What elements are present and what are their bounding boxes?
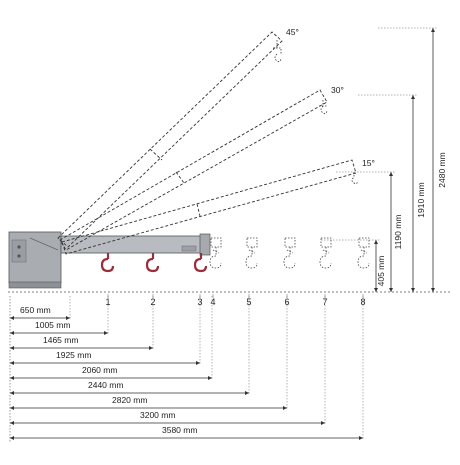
dim-arrow-start-5 <box>10 391 14 395</box>
hook-tip-45 <box>273 40 282 63</box>
dim-arrow-end-7 <box>321 421 325 425</box>
dashed-hooks <box>209 237 370 269</box>
dim-arrow-start-2 <box>10 346 14 350</box>
dim-label-3200: 3200 mm <box>140 410 175 420</box>
dim-label-3580: 3580 mm <box>162 425 197 435</box>
dim-arrow-end-2 <box>149 346 153 350</box>
height-label-1190: 1190 mm <box>393 215 403 250</box>
height-arrow-top-0 <box>431 28 435 32</box>
angle-label-30: 30° <box>331 85 344 95</box>
hook-dashed-4 <box>209 237 222 269</box>
jib-tilt-30 <box>59 89 328 251</box>
dim-arrow-end-0 <box>66 316 70 320</box>
dim-arrow-end-3 <box>196 361 200 365</box>
dim-arrow-end-4 <box>208 376 212 380</box>
position-markers: 1 2 3 4 5 6 7 8 <box>105 294 366 307</box>
hook-dashed-5 <box>245 237 258 269</box>
hook-solid-2 <box>145 253 160 273</box>
dim-label-2820: 2820 mm <box>112 395 147 405</box>
height-arrow-top-2 <box>389 172 393 176</box>
hook-dashed-8 <box>357 237 370 269</box>
dim-arrow-end-6 <box>283 406 287 410</box>
horizontal-dimensions: 650 mm 1005 mm 1465 mm 1925 mm 2060 mm 2… <box>9 296 364 442</box>
height-label-405: 405 mm <box>376 256 386 287</box>
hook-dashed-7 <box>319 237 332 269</box>
angle-label-45: 45° <box>286 27 299 37</box>
jib-tilt-45 <box>57 31 283 248</box>
dim-label-2060: 2060 mm <box>82 365 117 375</box>
vertical-dimensions: 2480 mm 1910 mm 1190 mm 405 mm <box>321 27 447 292</box>
dim-label-1465: 1465 mm <box>43 335 78 345</box>
dim-label-2440: 2440 mm <box>88 380 123 390</box>
hook-solid-3 <box>193 253 208 273</box>
height-arrow-bottom-2 <box>389 288 393 292</box>
dim-label-1005: 1005 mm <box>35 320 70 330</box>
dim-arrow-start-6 <box>10 406 14 410</box>
dim-arrow-start-1 <box>10 331 14 335</box>
height-label-2480: 2480 mm <box>437 152 447 187</box>
dim-label-650: 650 mm <box>20 305 51 315</box>
hook-tip-30 <box>319 100 328 115</box>
dim-arrow-end-5 <box>245 391 249 395</box>
dim-arrow-start-8 <box>10 436 14 440</box>
hook-dashed-6 <box>283 237 296 269</box>
position-number-4: 4 <box>210 297 215 307</box>
hook-tip-15 <box>351 172 359 185</box>
height-arrow-top-1 <box>411 95 415 99</box>
dim-arrow-end-8 <box>359 436 363 440</box>
dim-arrow-start-0 <box>10 316 14 320</box>
hook-solid-1 <box>100 253 115 273</box>
height-arrow-bottom-0 <box>431 288 435 292</box>
dim-arrow-start-4 <box>10 376 14 380</box>
crane-base <box>8 231 62 289</box>
dim-arrow-end-1 <box>104 331 108 335</box>
dim-arrow-start-7 <box>10 421 14 425</box>
jib-tilt-15 <box>61 159 357 255</box>
angle-label-15: 15° <box>362 158 375 168</box>
height-arrow-top-3 <box>374 240 378 244</box>
height-arrow-bottom-1 <box>411 288 415 292</box>
dim-arrow-start-3 <box>10 361 14 365</box>
height-arrow-bottom-3 <box>374 288 378 292</box>
jib-arm <box>60 233 211 256</box>
dim-label-1925: 1925 mm <box>56 350 91 360</box>
height-label-1910: 1910 mm <box>416 182 426 217</box>
